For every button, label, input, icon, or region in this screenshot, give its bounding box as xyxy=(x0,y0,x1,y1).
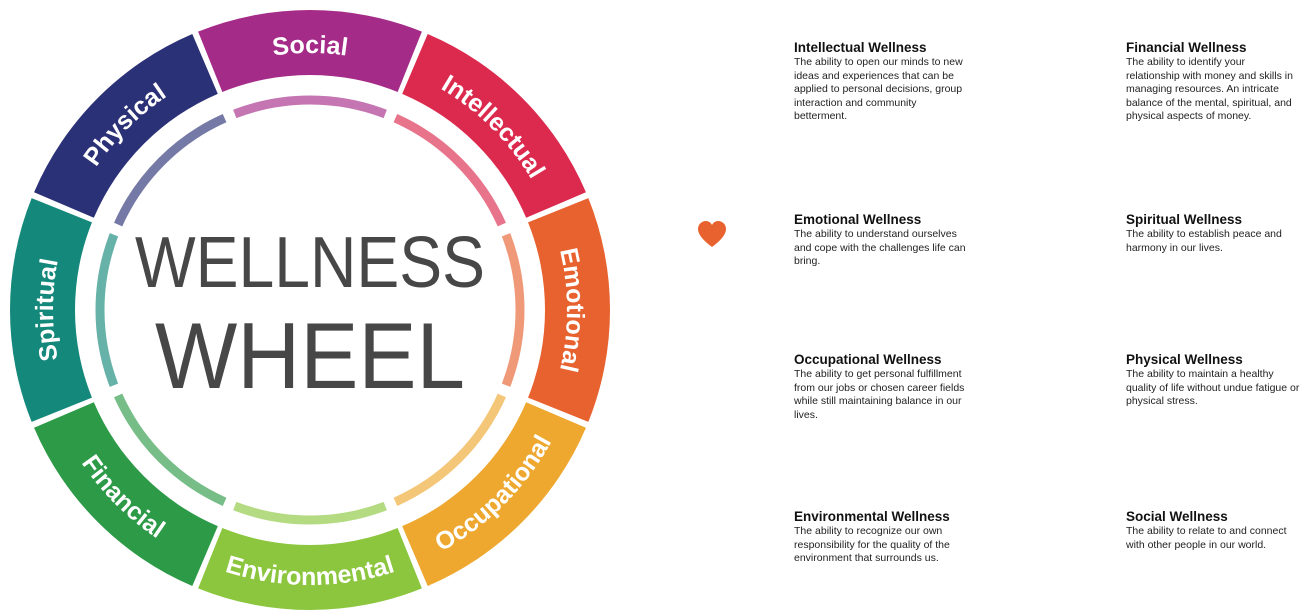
dollar-icon: $ xyxy=(1026,40,1072,131)
wheel-inner-arc-environmental xyxy=(233,501,387,525)
spiritual-text: The ability to establish peace and harmo… xyxy=(1126,228,1282,254)
wheel-inner-arc-social xyxy=(233,95,387,119)
environmental-title: Environmental Wellness xyxy=(794,509,950,524)
occupational-badge xyxy=(652,330,782,460)
social-badge xyxy=(984,480,1114,610)
physical-badge xyxy=(984,330,1114,460)
speech-bubbles-icon xyxy=(1005,514,1088,577)
financial-title: Financial Wellness xyxy=(1126,40,1247,55)
wheel-title-line2: WHEEL xyxy=(155,303,465,408)
wheel-inner-arc-occupational xyxy=(393,393,506,506)
lightbulb-icon xyxy=(677,39,757,123)
wheel-segment-social xyxy=(198,9,422,92)
wheel-label-spiritual: Spiritual xyxy=(31,256,64,363)
intellectual-text: The ability to open our minds to new ide… xyxy=(794,56,963,123)
lotus-icon xyxy=(1012,213,1086,264)
wheel-inner-arc-physical xyxy=(114,114,227,227)
environmental-badge xyxy=(652,480,782,610)
physical-title: Physical Wellness xyxy=(1126,352,1243,367)
wheel-label-social: Social xyxy=(271,31,350,62)
environmental-text: The ability to recognize our own respons… xyxy=(794,525,950,565)
wheel-segment-environmental xyxy=(198,528,422,611)
wheel-inner-arc-spiritual xyxy=(95,233,119,387)
wheel-inner-arc-financial xyxy=(114,393,227,506)
spiritual-title: Spiritual Wellness xyxy=(1126,212,1243,227)
wheel-segment-emotional xyxy=(528,198,611,422)
briefcase-icon xyxy=(681,363,753,425)
wellness-wheel: SocialIntellectualEmotionalOccupationalE… xyxy=(9,9,611,611)
wheel-segment-intellectual xyxy=(402,34,586,218)
wheel-title-line1: WELLNESS xyxy=(135,223,485,303)
wheel-segment-financial xyxy=(34,402,218,586)
wheel-segment-physical xyxy=(34,34,218,218)
emotional-badge xyxy=(652,175,782,305)
emotional-text: The ability to understand ourselves and … xyxy=(794,228,966,268)
occupational-text: The ability to get personal fulfillment … xyxy=(794,368,965,421)
financial-text: The ability to identify your relationshi… xyxy=(1126,56,1293,123)
head-heart-icon xyxy=(685,205,744,275)
intellectual-title: Intellectual Wellness xyxy=(794,40,927,55)
wheel-segment-occupational xyxy=(402,402,586,586)
wheel-inner-arc-intellectual xyxy=(393,114,506,227)
social-title: Social Wellness xyxy=(1126,509,1228,524)
social-text: The ability to relate to and connect wit… xyxy=(1126,525,1287,551)
emotional-title: Emotional Wellness xyxy=(794,212,922,227)
physical-text: The ability to maintain a healthy qualit… xyxy=(1126,368,1300,408)
svg-text:$: $ xyxy=(1026,40,1072,131)
wheel-inner-arc-emotional xyxy=(501,233,525,387)
spiritual-badge xyxy=(984,175,1114,305)
intellectual-badge xyxy=(652,20,782,150)
wheel-segment-spiritual xyxy=(9,198,92,422)
financial-badge: $ xyxy=(984,20,1114,150)
tree-icon xyxy=(688,504,746,588)
occupational-title: Occupational Wellness xyxy=(794,352,942,367)
running-person-icon xyxy=(1013,356,1081,435)
